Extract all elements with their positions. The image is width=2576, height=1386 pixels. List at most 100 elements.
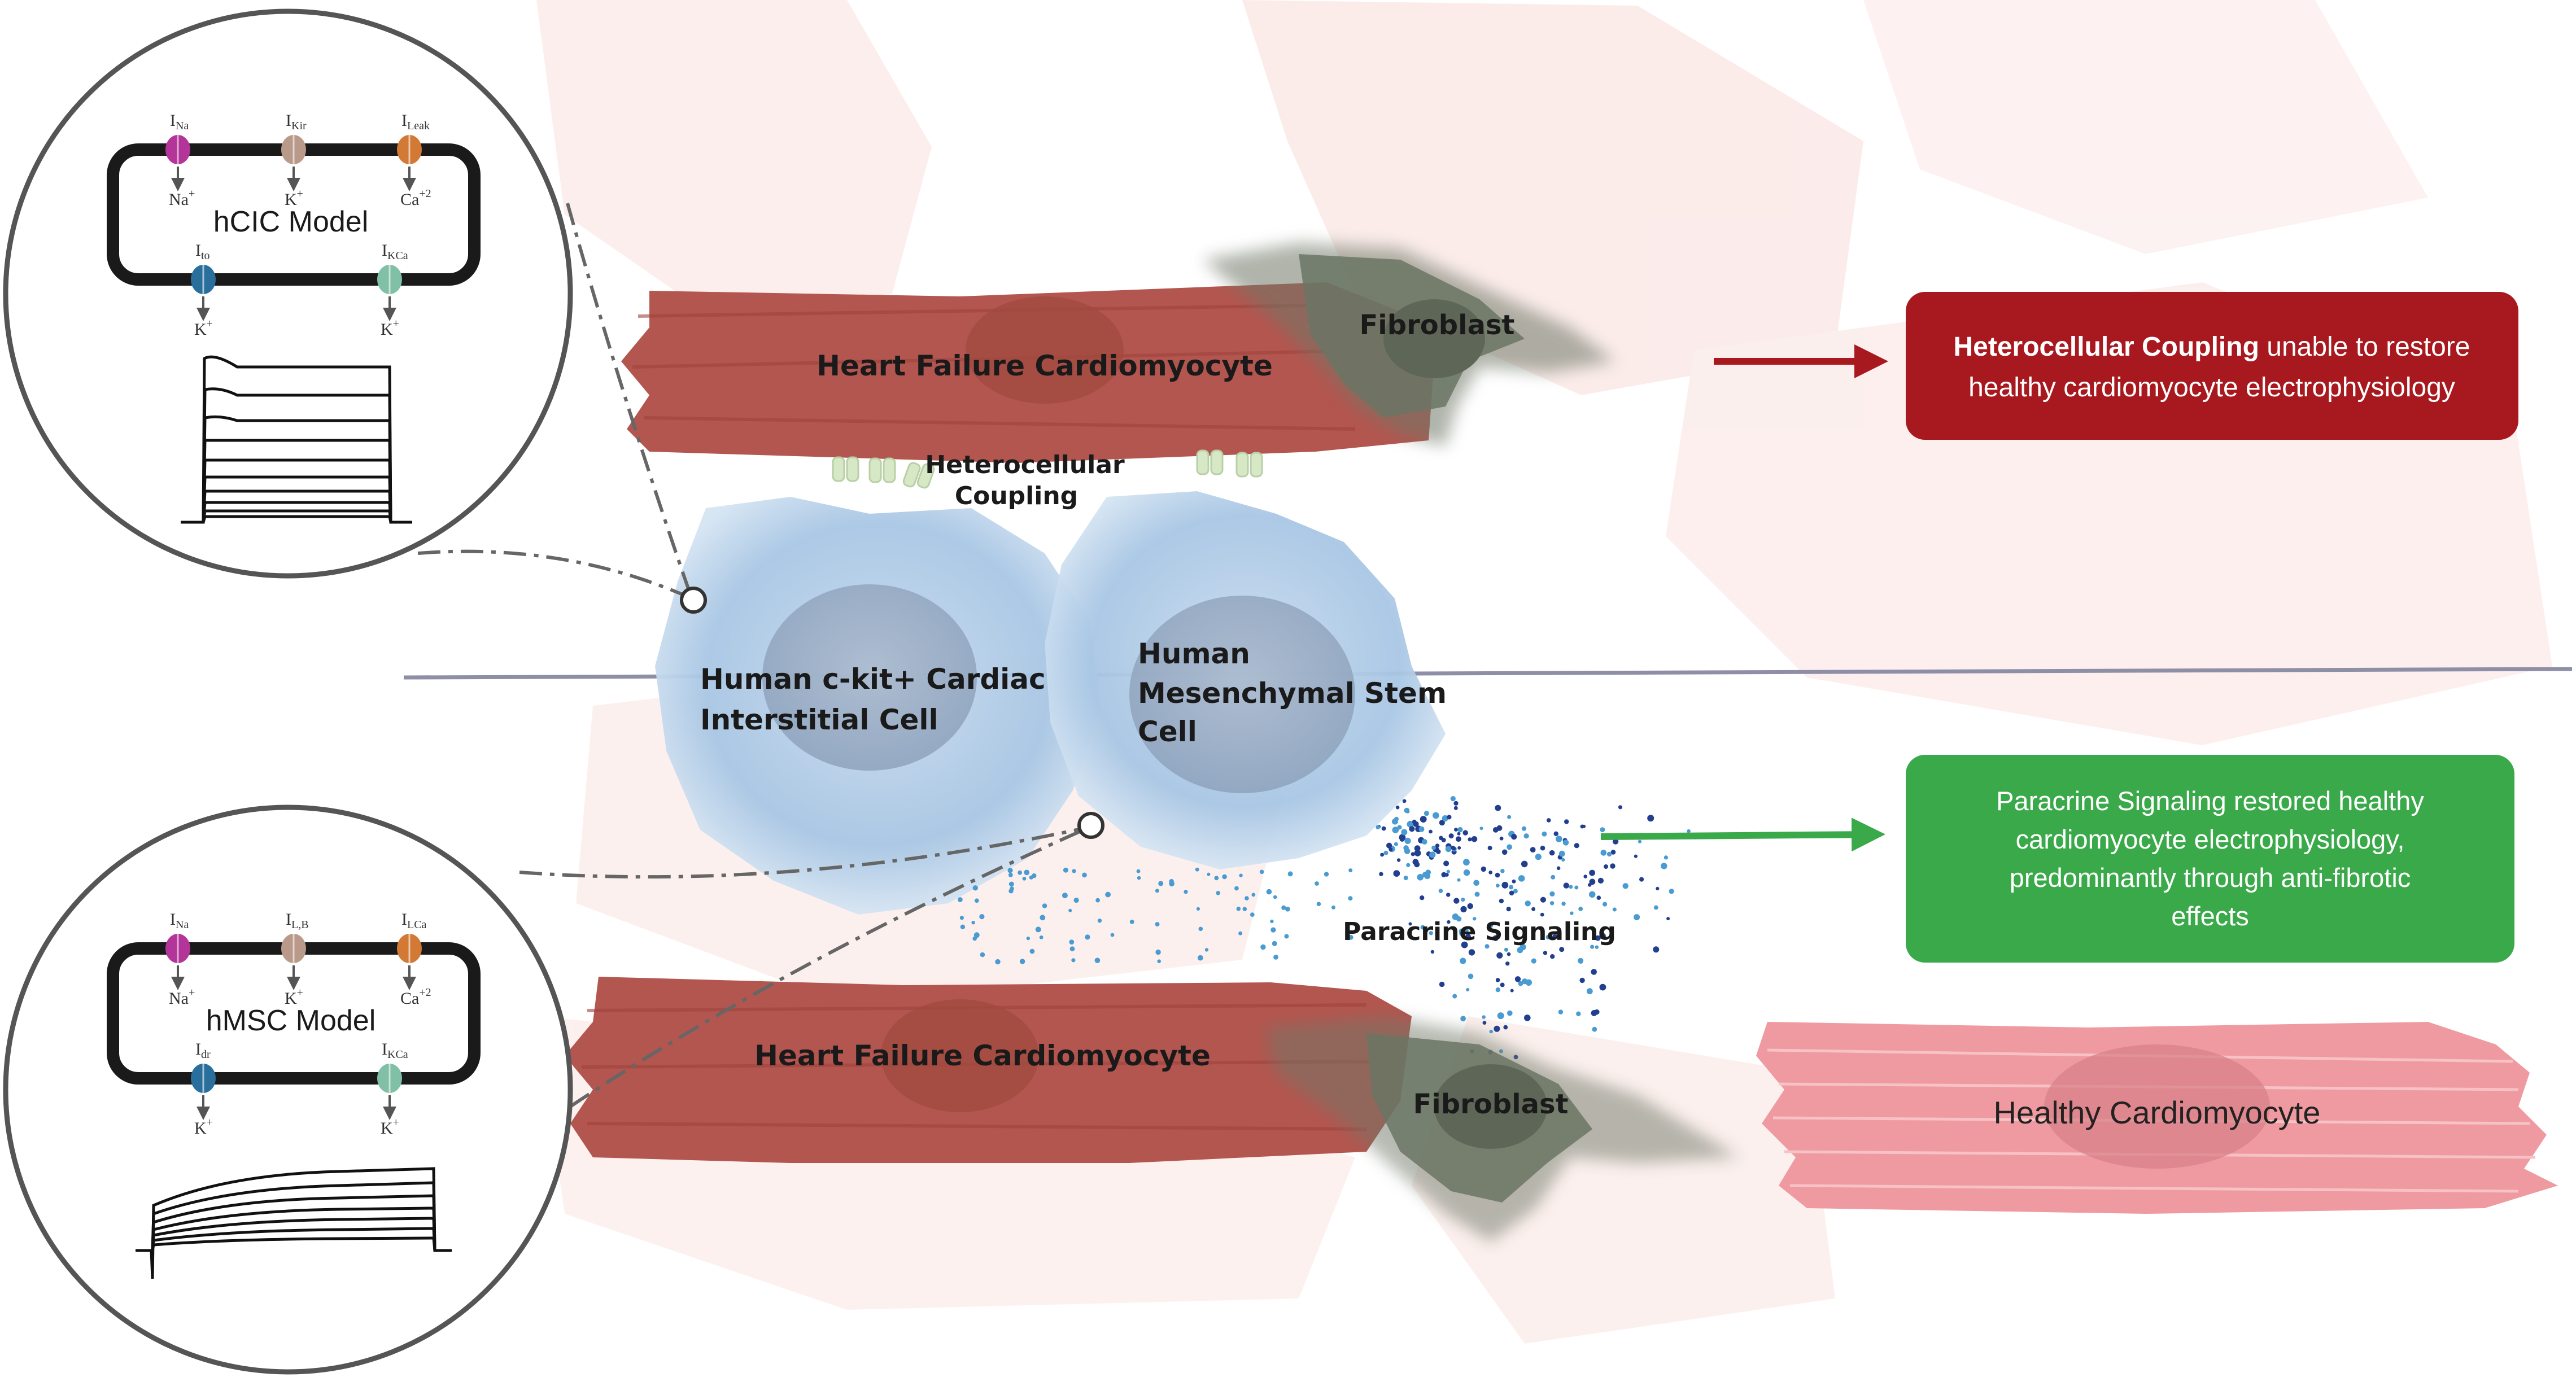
- paracrine-dot: [1433, 812, 1439, 819]
- paracrine-dot: [1442, 815, 1448, 822]
- paracrine-dot: [1024, 869, 1029, 876]
- paracrine-dot: [1489, 1029, 1493, 1034]
- paracrine-dot: [1597, 877, 1604, 884]
- paracrine-dot: [1195, 867, 1199, 872]
- paracrine-dot: [1273, 895, 1277, 899]
- paracrine-dot: [1531, 958, 1536, 964]
- heterocellular-coupling-label-2: Coupling: [955, 482, 1078, 510]
- paracrine-dot: [1587, 883, 1592, 887]
- paracrine-dot: [1409, 826, 1415, 832]
- paracrine-dot: [1507, 1010, 1513, 1016]
- paracrine-dot: [1549, 891, 1555, 897]
- paracrine-dot: [1403, 876, 1408, 881]
- paracrine-dot: [1551, 875, 1556, 880]
- paracrine-outcome-line4: effects: [2171, 901, 2249, 931]
- fibroblast-top-label: Fibroblast: [1360, 309, 1515, 341]
- paracrine-dot: [1042, 903, 1047, 908]
- paracrine-dot: [1523, 833, 1529, 839]
- paracrine-dot: [1495, 872, 1500, 878]
- paracrine-dot: [1457, 878, 1461, 882]
- paracrine-particles: [958, 796, 1698, 1060]
- paracrine-dot: [1504, 947, 1509, 952]
- paracrine-dot: [1396, 858, 1401, 862]
- paracrine-dot: [1590, 945, 1595, 949]
- paracrine-dot: [1463, 859, 1470, 866]
- paracrine-dot: [1461, 941, 1468, 948]
- paracrine-dot: [1450, 796, 1456, 802]
- paracrine-dot: [1564, 819, 1569, 824]
- paracrine-dot: [1447, 920, 1451, 924]
- paracrine-dot: [1512, 879, 1516, 884]
- paracrine-dot: [1495, 978, 1500, 982]
- paracrine-dot: [1496, 884, 1500, 887]
- paracrine-dot: [1245, 896, 1249, 900]
- paracrine-dot: [1008, 873, 1013, 877]
- hcic-label-1: Human c-kit+ Cardiac: [700, 663, 1046, 696]
- paracrine-dot: [1380, 852, 1385, 857]
- hmsc-bottom-channel-0-ion-label: K+: [194, 1116, 213, 1138]
- paracrine-dot: [1578, 907, 1583, 911]
- paracrine-dot: [1589, 878, 1596, 885]
- paracrine-dot: [1157, 959, 1161, 963]
- hf-cardiomyocyte-top-label: Heart Failure Cardiomyocyte: [817, 349, 1273, 382]
- paracrine-dot: [1542, 831, 1547, 837]
- paracrine-dot: [1647, 815, 1654, 822]
- paracrine-dot: [1582, 824, 1586, 828]
- paracrine-dot: [1411, 852, 1415, 856]
- paracrine-dot: [1610, 850, 1616, 855]
- paracrine-dot: [1169, 881, 1175, 887]
- paracrine-dot: [972, 936, 977, 941]
- paracrine-dot: [1610, 863, 1616, 869]
- paracrine-dot: [1462, 830, 1468, 836]
- paracrine-dot: [1443, 860, 1449, 867]
- paracrine-dot: [1468, 837, 1472, 842]
- paracrine-dot: [1029, 948, 1035, 954]
- paracrine-dot: [1019, 959, 1025, 964]
- paracrine-dot: [1242, 907, 1247, 911]
- paracrine-dot: [1518, 981, 1523, 986]
- paracrine-outcome-line2: cardiomyocyte electrophysiology,: [2016, 824, 2405, 854]
- paracrine-dot: [1214, 876, 1219, 881]
- paracrine-dot: [1386, 842, 1392, 849]
- paracrine-dot: [1525, 979, 1532, 986]
- paracrine-dot: [1558, 1009, 1564, 1015]
- paracrine-dot: [1638, 840, 1642, 843]
- paracrine-dot: [1460, 1016, 1466, 1022]
- paracrine-dot: [1420, 925, 1425, 930]
- paracrine-dot: [1543, 951, 1548, 955]
- paracrine-dot: [1494, 1025, 1500, 1032]
- hcic-cell: Human c-kit+ Cardiac Interstitial Cell: [655, 497, 1101, 915]
- paracrine-dot: [1348, 934, 1354, 940]
- paracrine-dot: [1549, 850, 1555, 856]
- paracrine-dot: [1460, 906, 1467, 913]
- hcic-top-channel-0-ion-label: Na+: [169, 187, 195, 209]
- paracrine-dot: [1273, 955, 1278, 960]
- paracrine-dot: [1514, 976, 1521, 982]
- paracrine-dot: [1525, 900, 1531, 907]
- paracrine-dot: [1574, 843, 1579, 849]
- paracrine-dot: [1402, 799, 1407, 803]
- paracrine-dot: [1468, 949, 1475, 956]
- paracrine-dot: [1389, 847, 1393, 851]
- paracrine-dot: [1420, 895, 1425, 900]
- paracrine-dot: [1448, 833, 1454, 839]
- paracrine-dot: [1595, 945, 1599, 949]
- paracrine-dot: [1517, 947, 1523, 954]
- paracrine-dot: [1250, 912, 1255, 917]
- hmsc-cell: Human Mesenchymal Stem Cell: [1045, 491, 1447, 869]
- paracrine-dot: [1414, 850, 1421, 856]
- paracrine-dot: [1561, 858, 1565, 862]
- paracrine-dot: [1155, 922, 1160, 927]
- paracrine-dot: [1618, 805, 1623, 810]
- paracrine-dot: [1482, 1021, 1487, 1025]
- paracrine-dot: [1600, 850, 1607, 856]
- paracrine-dot: [1510, 989, 1514, 993]
- paracrine-dot: [1251, 893, 1256, 897]
- paracrine-dot: [1497, 1012, 1504, 1020]
- paracrine-dot: [1634, 914, 1640, 921]
- paracrine-dot: [1549, 901, 1555, 906]
- paracrine-dot: [1459, 930, 1465, 937]
- paracrine-dot: [1110, 933, 1115, 937]
- paracrine-dot: [979, 914, 985, 920]
